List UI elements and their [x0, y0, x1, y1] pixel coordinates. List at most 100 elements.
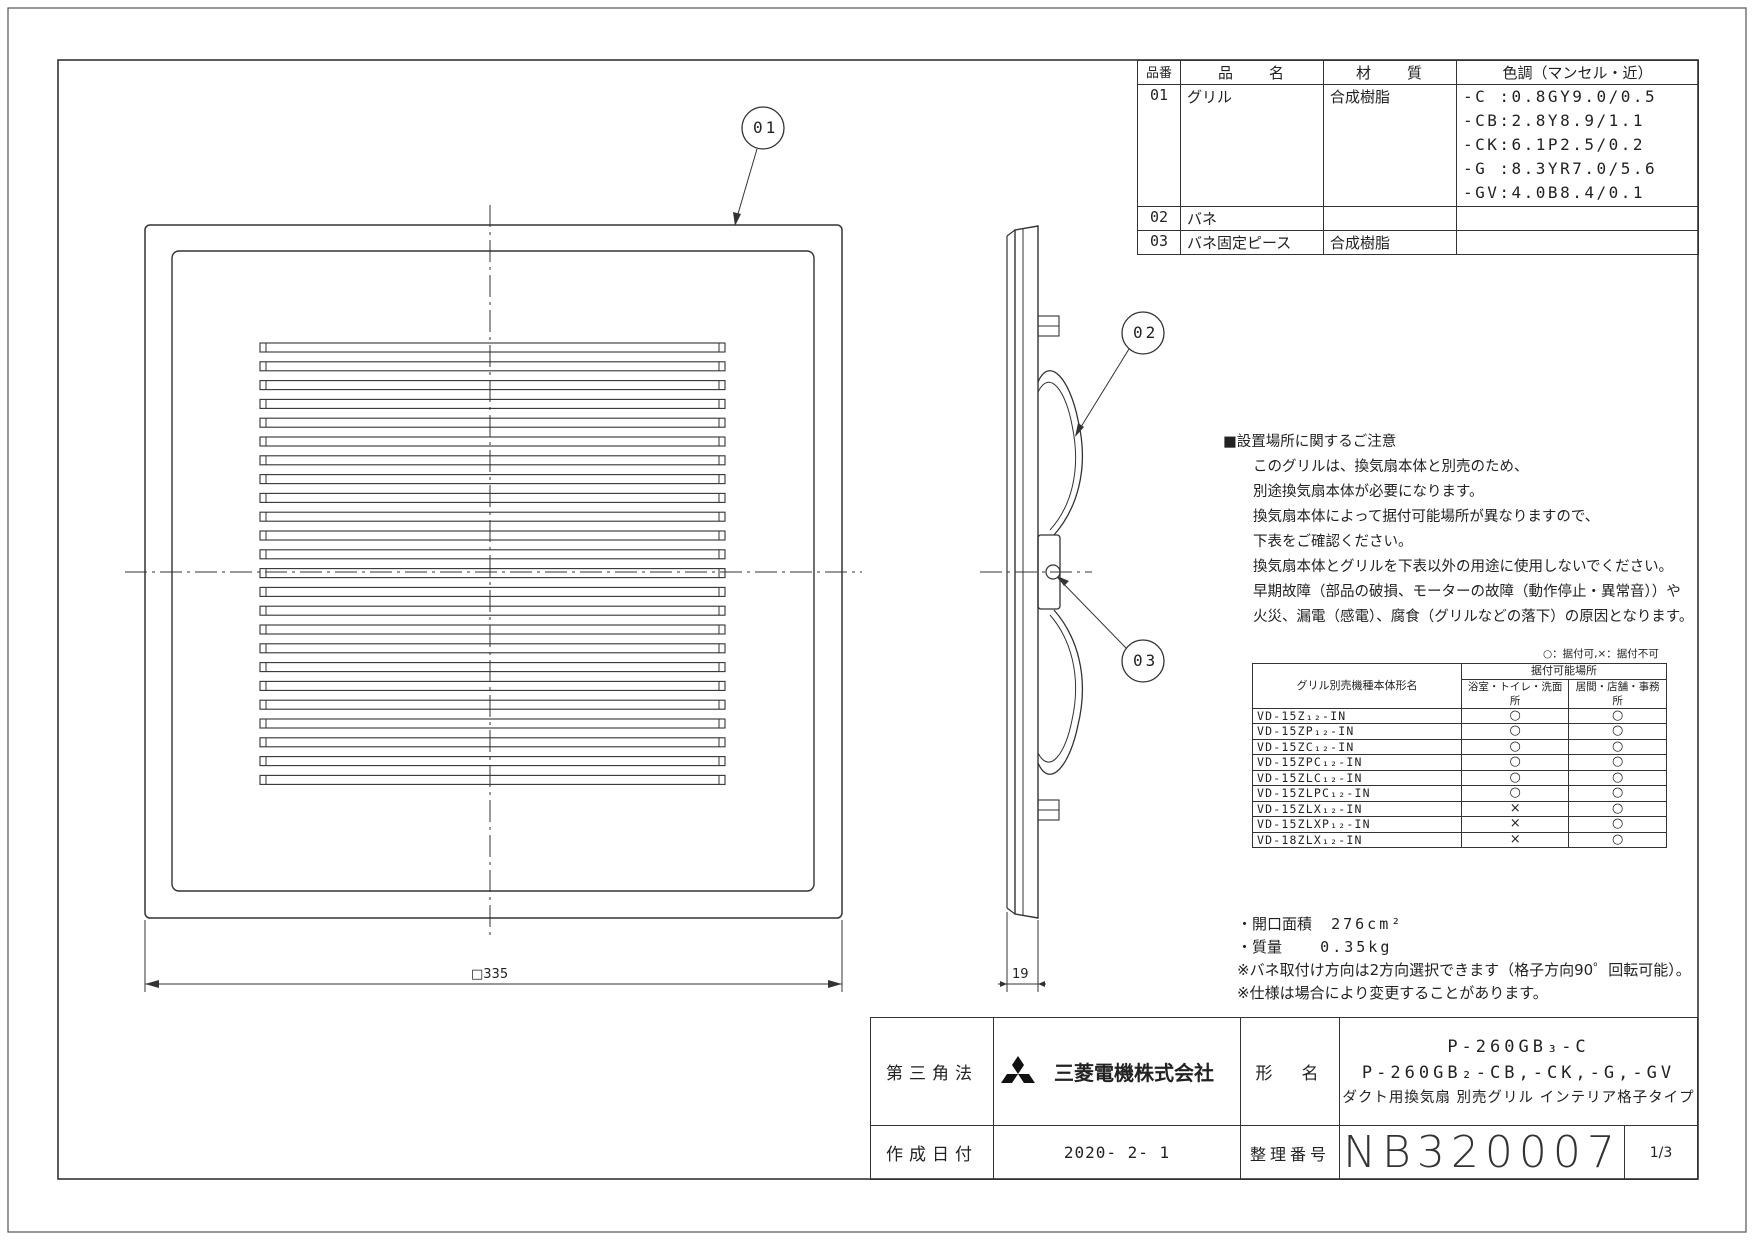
louver-slat [259, 568, 726, 579]
install-mark-bath: × [1460, 831, 1570, 848]
spec-opening: ・開口面積 276cm² [1237, 915, 1404, 933]
install-mark-living: ○ [1568, 769, 1667, 786]
part-no: 02 [1137, 206, 1181, 231]
install-row: VD-18ZLX₁₂-IN×○ [1252, 831, 1667, 848]
install-mark-bath: ○ [1460, 785, 1570, 802]
color-cb: -CB:2.8Y8.9/1.1 [1463, 111, 1645, 130]
install-row: VD-15ZLPC₁₂-IN○○ [1252, 785, 1667, 802]
front-view [125, 205, 862, 992]
louver-slat [259, 624, 726, 635]
install-header-bath: 浴室・トイレ・洗面所 [1460, 678, 1570, 709]
install-rows: VD-15Z₁₂-IN○○VD-15ZP₁₂-IN○○VD-15ZC₁₂-IN○… [1252, 707, 1667, 848]
louver-slat [259, 530, 726, 541]
install-row: VD-15ZLXP₁₂-IN×○ [1252, 816, 1667, 833]
parts-header-row: 品番 品 名 材 質 色調（マンセル・近） [1137, 60, 1699, 85]
install-mark-living: ○ [1568, 785, 1667, 802]
part-name: バネ固定ピース [1180, 230, 1324, 255]
louver-slat [259, 474, 726, 485]
notes-line: 早期故障（部品の破損、モーターの故障（動作停止・異常音））や [1253, 584, 1681, 600]
model-cell: P-260GB₃-C P-260GB₂-CB,-CK,-G,-GV ダクト用換気… [1339, 1017, 1698, 1126]
callout-03 [1057, 576, 1165, 683]
part-colors [1456, 230, 1699, 255]
louver-slat [259, 756, 726, 767]
install-mark-bath: ○ [1460, 754, 1570, 771]
spec-note-spring: ※バネ取付け方向は2方向選択できます（格子方向90゜回転可能）。 [1237, 961, 1691, 979]
date-label: 作成日付 [870, 1125, 994, 1180]
side-view [980, 225, 1092, 992]
model-line-1: P-260GB₃-C [1447, 1036, 1590, 1057]
depth-dimension-label: 19 [1012, 967, 1029, 982]
install-mark-bath: × [1460, 800, 1570, 817]
part-colors [1456, 206, 1699, 231]
header-no: 品番 [1137, 60, 1181, 85]
install-row: VD-15ZP₁₂-IN○○ [1252, 723, 1667, 740]
number-label: 整理番号 [1240, 1125, 1340, 1180]
install-header-living: 居間・店舗・事務所 [1568, 678, 1667, 709]
install-mark-living: ○ [1568, 816, 1667, 833]
install-subheader-row: 浴室・トイレ・洗面所 居間・店舗・事務所 [1253, 678, 1667, 709]
install-row: VD-15ZC₁₂-IN○○ [1252, 738, 1667, 755]
callout-02 [1075, 311, 1165, 437]
install-model: VD-18ZLX₁₂-IN [1252, 831, 1462, 848]
louver-slat [259, 398, 726, 409]
install-mark-bath: ○ [1460, 707, 1570, 724]
install-model: VD-15ZP₁₂-IN [1252, 723, 1462, 740]
title-block: 第三角法 三菱電機株式会社 形 名 P-260GB₃-C P-260GB₂-CB… [870, 1017, 1698, 1180]
louver-slat [259, 699, 726, 710]
louver-slat [259, 455, 726, 466]
grille-inner-frame [171, 250, 815, 892]
part-no: 03 [1137, 230, 1181, 255]
notes-line: 別途換気扇本体が必要になります。 [1253, 484, 1484, 500]
install-mark-bath: ○ [1460, 769, 1570, 786]
header-color: 色調（マンセル・近） [1456, 60, 1699, 85]
specs-block: ・開口面積 276cm² ・質量 0.35kg ※バネ取付け方向は2方向選択でき… [1237, 913, 1691, 1005]
header-name: 品 名 [1180, 60, 1324, 85]
date-value: 2020- 2- 1 [993, 1125, 1241, 1180]
install-model: VD-15ZC₁₂-IN [1252, 738, 1462, 755]
louver-slat [259, 586, 726, 597]
install-header-model: グリル別売機種本体形名 [1252, 663, 1462, 709]
width-arrow-left [145, 980, 159, 988]
part-no: 01 [1137, 84, 1181, 207]
install-header-row: グリル別売機種本体形名 据付可能場所 [1252, 663, 1667, 709]
notes-line: 換気扇本体によって据付可能場所が異なりますので、 [1253, 509, 1600, 525]
spec-mass: ・質量 0.35kg [1237, 938, 1393, 956]
parts-row-01: 01 グリル 合成樹脂 -C :0.8GY9.0/0.5 -CB:2.8Y8.9… [1137, 84, 1699, 207]
louver-slat [259, 342, 726, 353]
parts-table: 品番 品 名 材 質 色調（マンセル・近） 01 グリル 合成樹脂 -C :0.… [1137, 60, 1699, 255]
notes-line: 火災、漏電（感電）、腐食（グリルなどの落下）の原因となります。 [1253, 609, 1694, 625]
spring-lower [1037, 609, 1084, 775]
side-plate-lip-top [1006, 229, 1016, 237]
louver-slat [259, 492, 726, 503]
callout-label-03: 03 [1133, 651, 1159, 670]
side-plate-lip-bottom [1006, 907, 1016, 915]
part-name: バネ [1180, 206, 1324, 231]
spring-upper [1037, 370, 1084, 536]
notes-line: 換気扇本体とグリルを下表以外の用途に使用しないでください。 [1253, 559, 1674, 575]
model-description: ダクト用換気扇 別売グリル インテリア格子タイプ [1342, 1089, 1695, 1106]
louver-slat [259, 549, 726, 560]
notes-line: 下表をご確認ください。 [1253, 534, 1413, 550]
header-material: 材 質 [1323, 60, 1457, 85]
install-mark-bath: ○ [1460, 738, 1570, 755]
part-material: 合成樹脂 [1323, 230, 1457, 255]
spec-note-change: ※仕様は場合により変更することがあります。 [1237, 984, 1548, 1002]
width-arrow-right [828, 980, 842, 988]
install-row: VD-15ZLC₁₂-IN○○ [1252, 769, 1667, 786]
install-model: VD-15Z₁₂-IN [1252, 707, 1462, 724]
install-row: VD-15Z₁₂-IN○○ [1252, 707, 1667, 724]
install-mark-living: ○ [1568, 800, 1667, 817]
louver-slat [259, 643, 726, 654]
install-row: VD-15ZLX₁₂-IN×○ [1252, 800, 1667, 817]
install-mark-living: ○ [1568, 831, 1667, 848]
install-mark-bath: ○ [1460, 723, 1570, 740]
color-c: -C :0.8GY9.0/0.5 [1463, 87, 1658, 106]
projection-label: 第三角法 [870, 1017, 994, 1126]
louver-slat [259, 511, 726, 522]
louver-slats [259, 342, 726, 785]
louver-slat [259, 605, 726, 616]
model-label: 形 名 [1240, 1017, 1340, 1126]
drawing-number: NB320007 [1339, 1125, 1625, 1180]
louver-slat [259, 718, 726, 729]
install-mark-bath: × [1460, 816, 1570, 833]
